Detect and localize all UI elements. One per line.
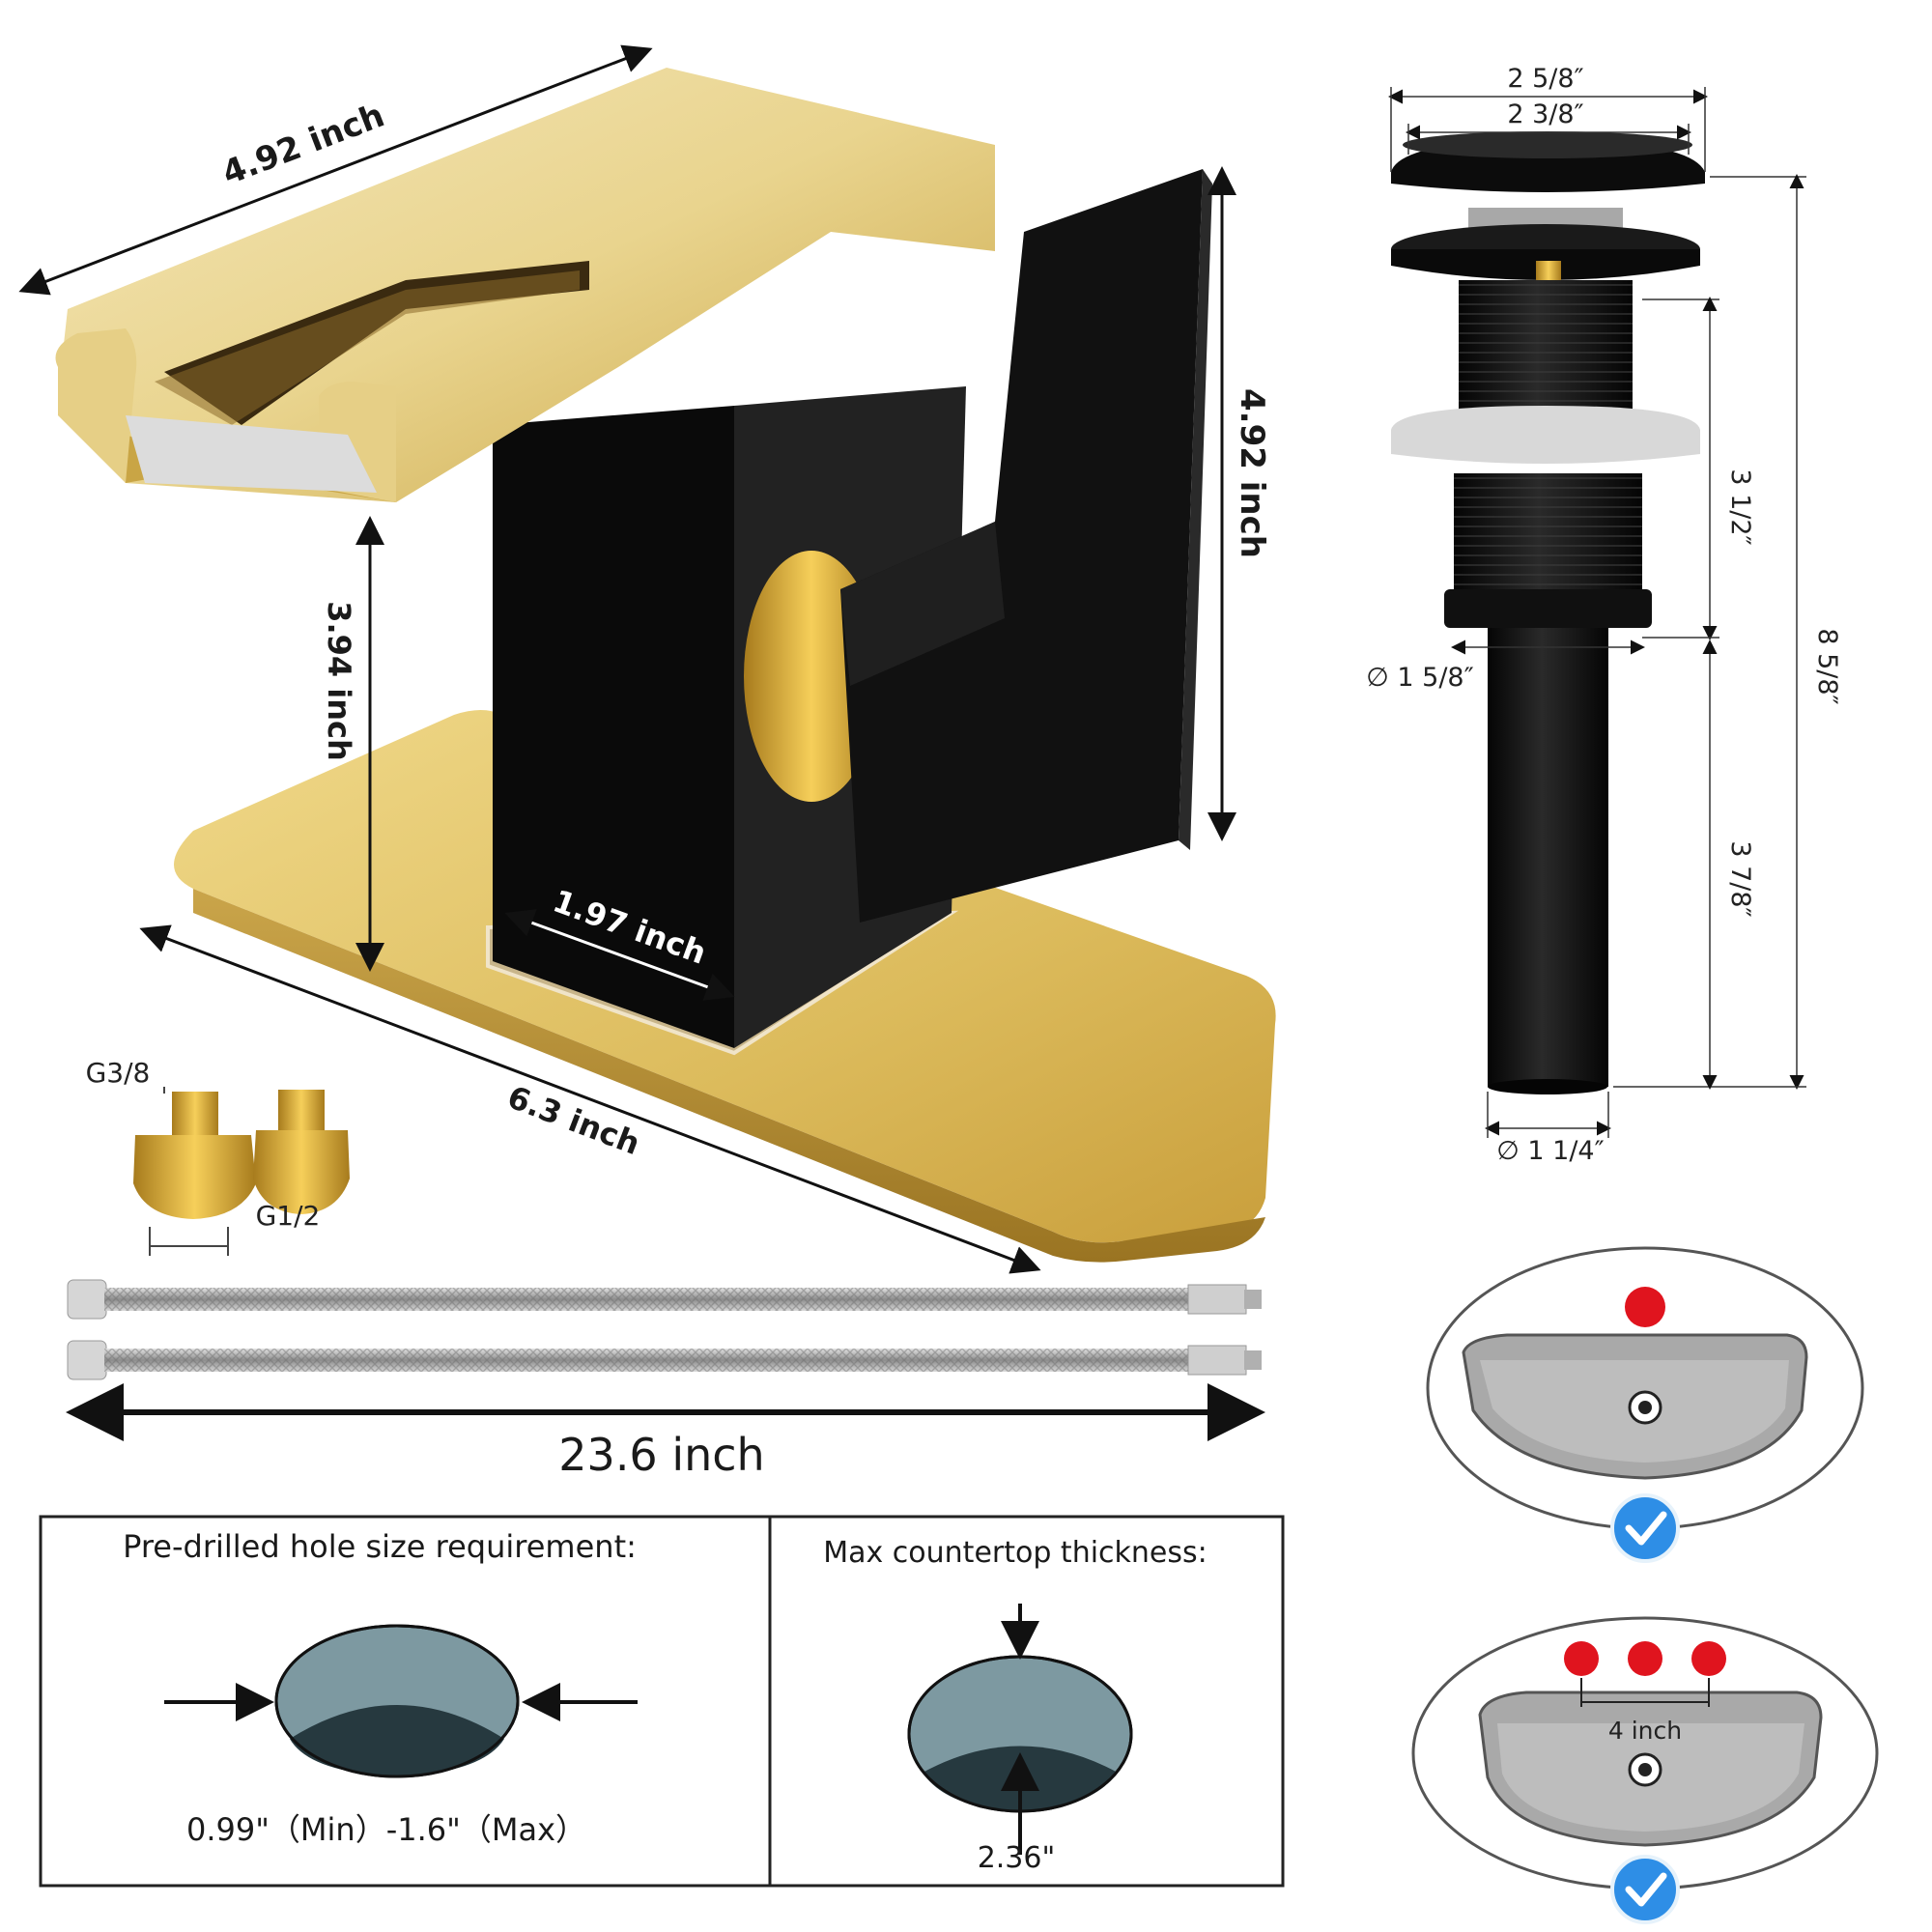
tap-hole-dot: [1564, 1641, 1599, 1676]
drain-cap-outer-label: 2 5/8″: [1507, 64, 1583, 94]
tap-spacing-label: 4 inch: [1608, 1717, 1682, 1745]
handle-lever: [840, 169, 1203, 923]
single-hole-sink: [1426, 1246, 1864, 1530]
drain-cap-inner-label: 2 3/8″: [1507, 99, 1583, 129]
tap-hole-dot: [1628, 1641, 1662, 1676]
supply-hose: [67, 1279, 1262, 1320]
pop-up-drain: [1391, 131, 1705, 1094]
spout-clearance-label: 3.94 inch: [321, 601, 357, 761]
adapter-top-thread-label: G3/8: [86, 1057, 151, 1089]
installation-requirements-box: [39, 1515, 1285, 1888]
thread-adapters: [133, 1087, 350, 1256]
drain-total-length-label: 8 5/8″: [1812, 628, 1842, 704]
faucet-illustration: [55, 68, 1276, 1263]
tap-hole-dot: [1625, 1287, 1665, 1327]
hose-length-label: 23.6 inch: [558, 1429, 764, 1481]
countertop-thickness-title: Max countertop thickness:: [823, 1536, 1208, 1570]
adapter-bottom-thread-label: G1/2: [256, 1200, 321, 1232]
supply-hose: [67, 1340, 1262, 1380]
check-icon: [1610, 1855, 1680, 1924]
three-hole-sink: [1411, 1616, 1879, 1890]
tap-hole-dot: [1691, 1641, 1726, 1676]
faucet-dimension-lines: [18, 44, 1236, 1274]
hole-size-diagram: [164, 1624, 638, 1778]
drain-tail-diameter-label: ∅ 1 1/4″: [1496, 1136, 1604, 1166]
drain-dimension-lines: [1388, 87, 1806, 1138]
supply-hoses: [66, 1279, 1265, 1441]
faucet-body: [493, 406, 734, 1048]
hole-size-range-label: 0.99"（Min）-1.6"（Max）: [186, 1811, 586, 1848]
countertop-thickness-value: 2.36": [978, 1841, 1056, 1875]
check-icon: [1610, 1493, 1680, 1563]
drain-upper-length-label: 3 1/2″: [1725, 469, 1755, 545]
hole-size-title: Pre-drilled hole size requirement:: [123, 1528, 637, 1565]
deck-plate-length-label: 6.3 inch: [502, 1078, 644, 1162]
drain-lower-length-label: 3 7/8″: [1725, 840, 1755, 917]
drain-thread-diameter-label: ∅ 1 5/8″: [1366, 663, 1473, 693]
countertop-thickness-diagram: [907, 1604, 1133, 1855]
faucet-height-label: 4.92 inch: [1233, 388, 1271, 558]
spout-length-label: 4.92 inch: [217, 97, 390, 193]
